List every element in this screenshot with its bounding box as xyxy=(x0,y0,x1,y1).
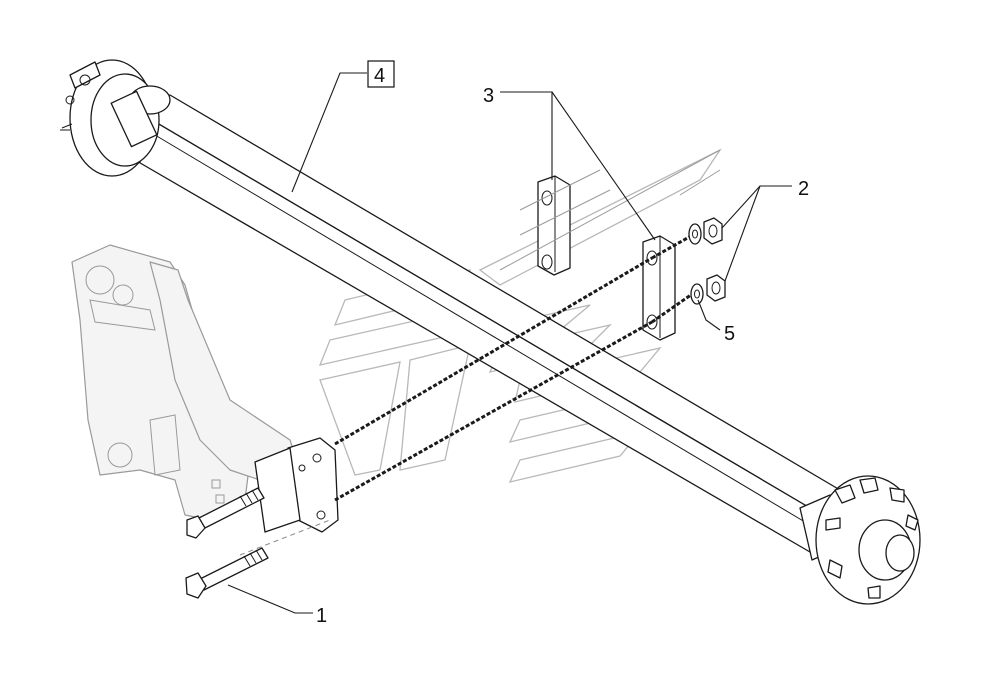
right-wheel-hub xyxy=(799,475,921,605)
callout-4: 4 xyxy=(367,60,395,88)
callout-1-label: 1 xyxy=(316,605,327,627)
stud-upper xyxy=(334,256,653,446)
callout-4-box xyxy=(367,60,395,88)
callout-5-label: 5 xyxy=(724,323,735,345)
leader-lines xyxy=(227,72,792,614)
washer-upper xyxy=(688,223,702,245)
stud-lower-end xyxy=(651,288,699,324)
callout-2-label: 2 xyxy=(798,178,809,200)
stud-lower xyxy=(334,320,653,502)
bolt-upper xyxy=(186,487,265,539)
nut-lower xyxy=(706,274,726,302)
bolt-loose xyxy=(185,547,269,599)
washer-lower xyxy=(690,283,704,305)
nut-upper xyxy=(703,217,723,245)
callout-3-label: 3 xyxy=(483,85,494,107)
callout-4-label: 4 xyxy=(374,65,385,87)
hidden-line xyxy=(239,519,331,556)
spacer-plate-lower xyxy=(642,235,676,341)
mounting-plate xyxy=(254,437,339,533)
left-wheel-hub xyxy=(60,59,171,177)
spacer-plate-upper xyxy=(537,175,571,276)
